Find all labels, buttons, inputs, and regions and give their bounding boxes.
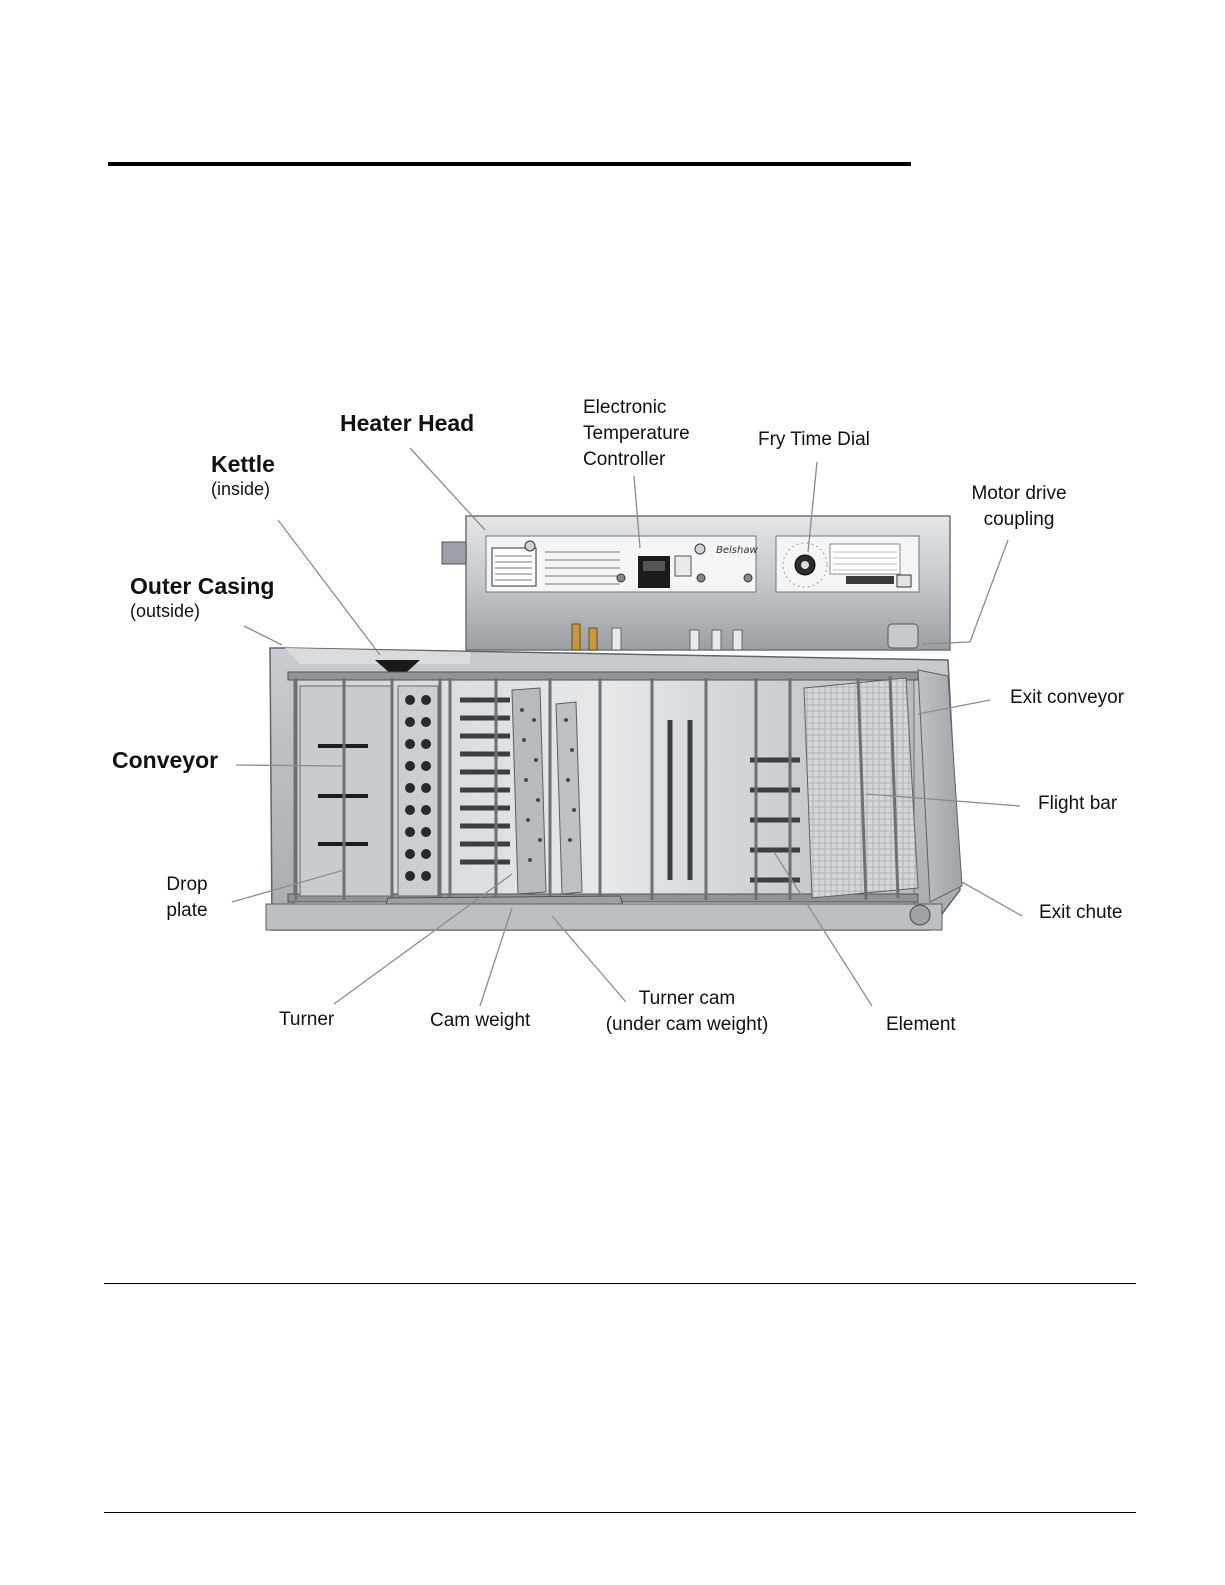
label-temperature-controller: Electronic Temperature Controller <box>583 395 690 473</box>
label-conveyor: Conveyor <box>112 746 218 774</box>
side-latch <box>442 542 466 564</box>
label-etc-line1: Electronic <box>583 395 690 421</box>
temperature-controller <box>638 556 670 588</box>
label-motor-line1: Motor drive <box>958 481 1080 507</box>
label-motor-line2: coupling <box>958 507 1080 533</box>
label-drop-plate-line1: Drop <box>160 872 214 898</box>
label-turner-cam-line2: (under cam weight) <box>596 1012 778 1038</box>
label-exit-conveyor: Exit conveyor <box>1010 685 1124 711</box>
label-drop-plate: Drop plate <box>160 872 214 924</box>
label-drop-plate-line2: plate <box>160 898 214 924</box>
label-kettle-title: Kettle <box>211 451 275 477</box>
label-exit-chute: Exit chute <box>1039 900 1122 926</box>
label-etc-line3: Controller <box>583 447 690 473</box>
drive-sprocket <box>910 905 930 925</box>
label-kettle-sub: (inside) <box>211 478 275 500</box>
drop-plate <box>300 686 392 896</box>
motor-coupling <box>888 624 918 648</box>
label-kettle: Kettle (inside) <box>211 450 275 500</box>
label-cam-weight: Cam weight <box>430 1008 530 1034</box>
label-outer-casing: Outer Casing (outside) <box>130 572 274 622</box>
heater-head: Belshaw <box>442 516 950 650</box>
label-motor-drive-coupling: Motor drive coupling <box>958 481 1080 533</box>
label-outer-casing-sub: (outside) <box>130 600 274 622</box>
label-fry-time-dial: Fry Time Dial <box>758 427 870 453</box>
label-heater-head: Heater Head <box>340 409 474 437</box>
label-etc-line2: Temperature <box>583 421 690 447</box>
label-flight-bar: Flight bar <box>1038 791 1117 817</box>
label-turner-cam-line1: Turner cam <box>596 986 778 1012</box>
label-turner: Turner <box>279 1007 334 1033</box>
label-element: Element <box>886 1012 956 1038</box>
front-base <box>266 904 942 930</box>
label-turner-cam: Turner cam (under cam weight) <box>596 986 778 1038</box>
conveyor-chain-top <box>288 672 918 680</box>
bottom-rule <box>104 1512 1136 1513</box>
svg-text:Belshaw: Belshaw <box>716 545 758 556</box>
label-outer-casing-title: Outer Casing <box>130 573 274 599</box>
perforated-plate <box>398 686 438 896</box>
middle-rule <box>104 1283 1136 1284</box>
